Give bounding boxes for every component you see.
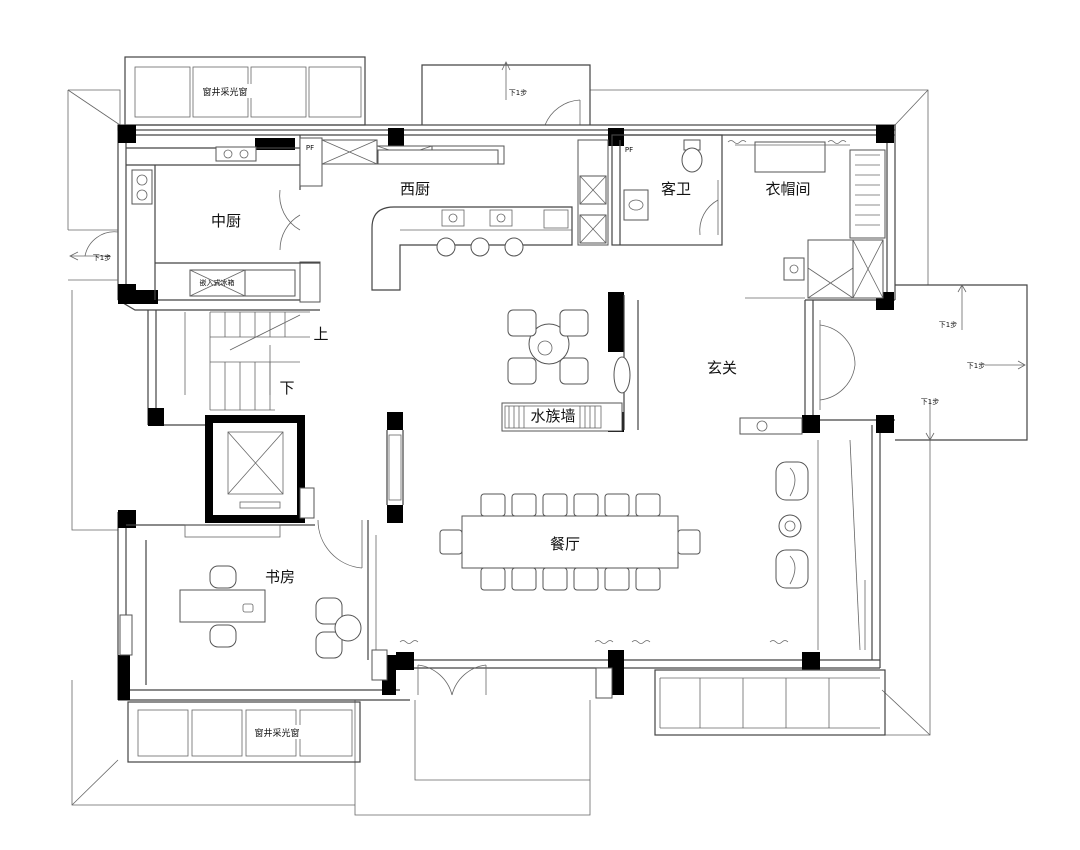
left-step-down (68, 229, 119, 281)
foyer-console (739, 417, 803, 435)
outer-outline (67, 89, 931, 816)
bottom-entrance (417, 664, 613, 699)
cloakroom-room (735, 141, 886, 299)
lightwell-top-label: 窗井采光窗 (202, 86, 247, 98)
lounge-seating (775, 461, 809, 589)
stairs-down-label: 下 (279, 379, 294, 397)
dining-table (439, 493, 701, 591)
room-label-aquarium-wall: 水族墙 (530, 407, 575, 425)
room-label-middle-kitchen: 中厨 (211, 212, 241, 230)
pf-label-2: PF (625, 146, 633, 154)
room-label-cloakroom: 衣帽间 (765, 180, 810, 198)
elevator (205, 415, 315, 523)
lightwell-bottom-label: 窗井采光窗 (254, 727, 299, 739)
right-corridor (817, 439, 866, 651)
corridor-partition (386, 430, 404, 505)
step-down-right-label-1: 下1步 (939, 321, 957, 329)
guest-bath-room (611, 134, 723, 246)
western-kitchen-room (371, 139, 609, 291)
step-down-left-label: 下1步 (93, 254, 111, 262)
room-label-guest-bath: 客卫 (661, 180, 691, 198)
room-label-study: 书房 (265, 568, 295, 586)
room-label-dining-room: 餐厅 (550, 535, 580, 553)
stairs-up-label: 上 (313, 325, 328, 343)
pf-label-1: PF (306, 144, 314, 152)
step-down-top-label: 下1步 (509, 89, 527, 97)
wall-fixtures (399, 140, 847, 644)
builtin-fridge-label: 嵌入式冰箱 (200, 278, 235, 287)
step-down-right-label-2: 下1步 (967, 362, 985, 370)
top-terrace (421, 61, 591, 126)
room-label-foyer: 玄关 (707, 359, 737, 377)
study-room (119, 519, 388, 685)
lightwell-bottom (127, 701, 361, 763)
right-terrace (819, 284, 1028, 441)
staircase (184, 311, 310, 411)
structural-columns (118, 125, 894, 700)
bottom-right-terrace (654, 669, 886, 736)
room-label-western-kitchen: 西厨 (400, 180, 430, 198)
step-down-right-label-3: 下1步 (921, 398, 939, 406)
